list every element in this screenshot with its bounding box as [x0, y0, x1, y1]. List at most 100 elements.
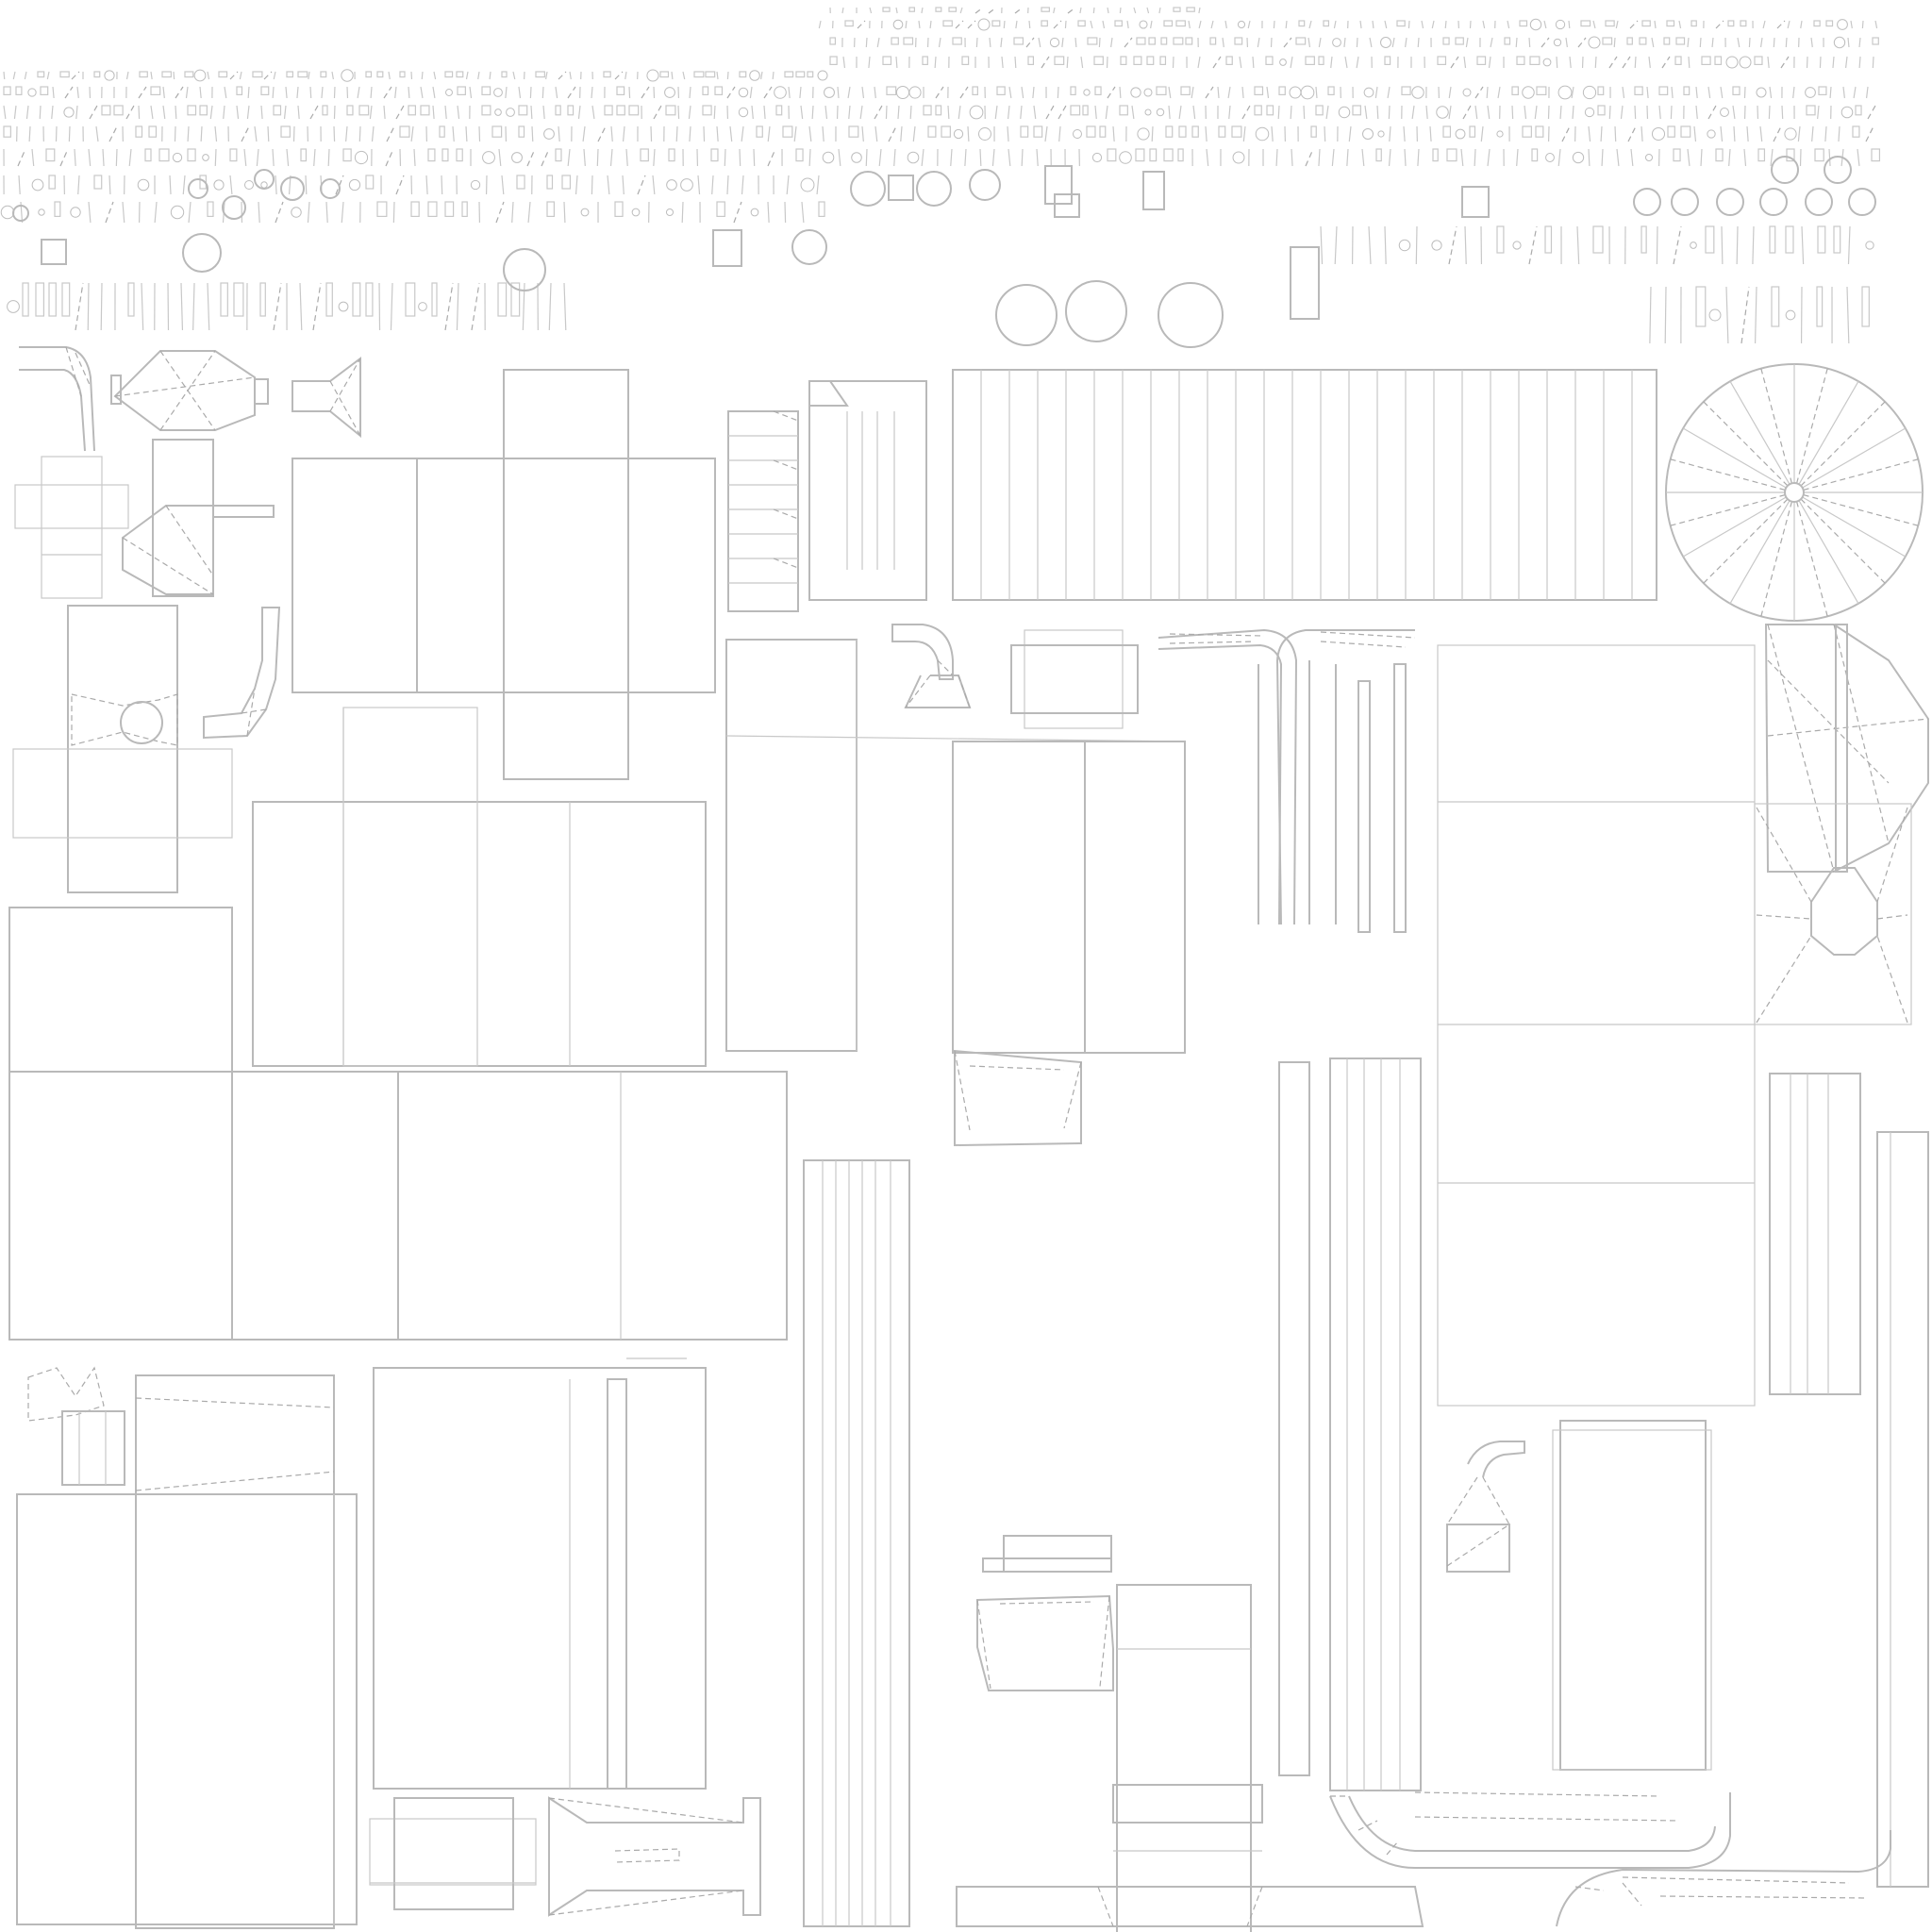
uv-island	[1663, 37, 1671, 45]
uv-island	[555, 148, 562, 162]
uv-island	[1375, 148, 1382, 162]
uv-island	[223, 105, 225, 120]
uv-island	[1110, 37, 1113, 48]
uv-island	[1401, 86, 1411, 95]
uv-island	[1105, 105, 1108, 120]
uv-island	[1522, 86, 1535, 99]
uv-island	[1333, 20, 1337, 29]
uv-island	[969, 169, 1001, 201]
uv-island	[518, 105, 528, 116]
uv-island	[280, 176, 305, 201]
uv-island	[76, 86, 79, 99]
uv-island	[1212, 56, 1222, 69]
uv-island	[912, 125, 916, 142]
uv-island	[1053, 20, 1062, 29]
uv-island	[1265, 56, 1274, 65]
uv-island	[531, 125, 534, 142]
uv-island	[1008, 86, 1012, 99]
uv-island	[688, 105, 691, 120]
uv-island	[224, 86, 227, 99]
uv-island	[1368, 225, 1372, 265]
uv-island	[848, 125, 859, 138]
uv-island	[1817, 225, 1826, 254]
uv-island	[108, 175, 111, 195]
uv-island	[1522, 125, 1532, 138]
uv-island	[481, 105, 491, 116]
uv-island	[1634, 56, 1637, 69]
uv-island	[1180, 86, 1191, 95]
uv-island	[247, 86, 250, 99]
uv-island	[1252, 56, 1255, 69]
uv-island	[1474, 105, 1478, 120]
uv-island	[394, 86, 397, 99]
uv-island	[1776, 20, 1786, 29]
uv-island	[1384, 56, 1391, 65]
uv-island	[893, 148, 896, 167]
uv-island	[1699, 37, 1702, 48]
uv-island	[252, 71, 263, 78]
uv-island	[1565, 37, 1568, 48]
uv-island	[1622, 86, 1625, 99]
uv-island	[1515, 37, 1518, 48]
uv-island	[1844, 56, 1848, 69]
uv-island	[378, 282, 381, 331]
uv-island	[1352, 105, 1361, 116]
uv-island	[1126, 20, 1129, 29]
uv-island	[874, 86, 876, 99]
uv-island	[410, 201, 420, 217]
uv-island	[529, 86, 532, 99]
uv-island	[233, 282, 244, 317]
uv-island	[1417, 37, 1420, 48]
uv-island	[1641, 225, 1647, 254]
uv-island	[1616, 148, 1620, 167]
uv-island	[1756, 87, 1767, 98]
uv-island	[1673, 148, 1681, 162]
uv-island	[842, 56, 846, 69]
uv-island	[1754, 56, 1763, 65]
uv-island	[1275, 148, 1278, 167]
uv-island	[1737, 37, 1740, 48]
uv-island	[1041, 20, 1048, 27]
uv-island	[421, 71, 424, 80]
uv-island	[161, 71, 172, 78]
uv-island	[1131, 105, 1135, 120]
uv-island	[345, 125, 348, 142]
uv-island	[561, 175, 572, 190]
elbow-pipe-icon	[1329, 1791, 1891, 1927]
uv-island	[441, 148, 449, 162]
uv-island	[1469, 125, 1476, 138]
uv-island	[518, 86, 522, 99]
uv-island	[1536, 86, 1547, 95]
uv-island	[365, 71, 373, 78]
uv-island	[1008, 148, 1011, 167]
uv-island	[1032, 86, 1035, 99]
uv-island	[1119, 105, 1128, 116]
uv-island	[286, 148, 290, 167]
uv-island	[1021, 86, 1024, 99]
uv-island	[1792, 86, 1795, 99]
uv-island	[77, 175, 80, 195]
uv-island	[671, 71, 674, 80]
uv-island	[1271, 125, 1274, 142]
uv-island	[1137, 127, 1150, 141]
uv-island	[1740, 286, 1750, 344]
uv-island	[1487, 148, 1491, 167]
uv-island	[12, 71, 16, 80]
uv-island	[607, 175, 610, 195]
uv-island	[1818, 86, 1827, 95]
uv-island	[774, 86, 787, 99]
uv-island	[1021, 148, 1024, 167]
uv-island	[1739, 56, 1752, 69]
uv-island	[1688, 56, 1690, 69]
uv-island	[1020, 125, 1029, 138]
uv-island	[1175, 20, 1186, 27]
uv-island	[838, 148, 841, 167]
uv-island	[431, 282, 438, 317]
uv-island	[1725, 286, 1729, 344]
uv-island	[1759, 125, 1763, 142]
uv-island	[1198, 20, 1202, 29]
uv-island	[286, 71, 293, 78]
uv-island	[1800, 20, 1803, 29]
uv-island	[1001, 56, 1004, 69]
